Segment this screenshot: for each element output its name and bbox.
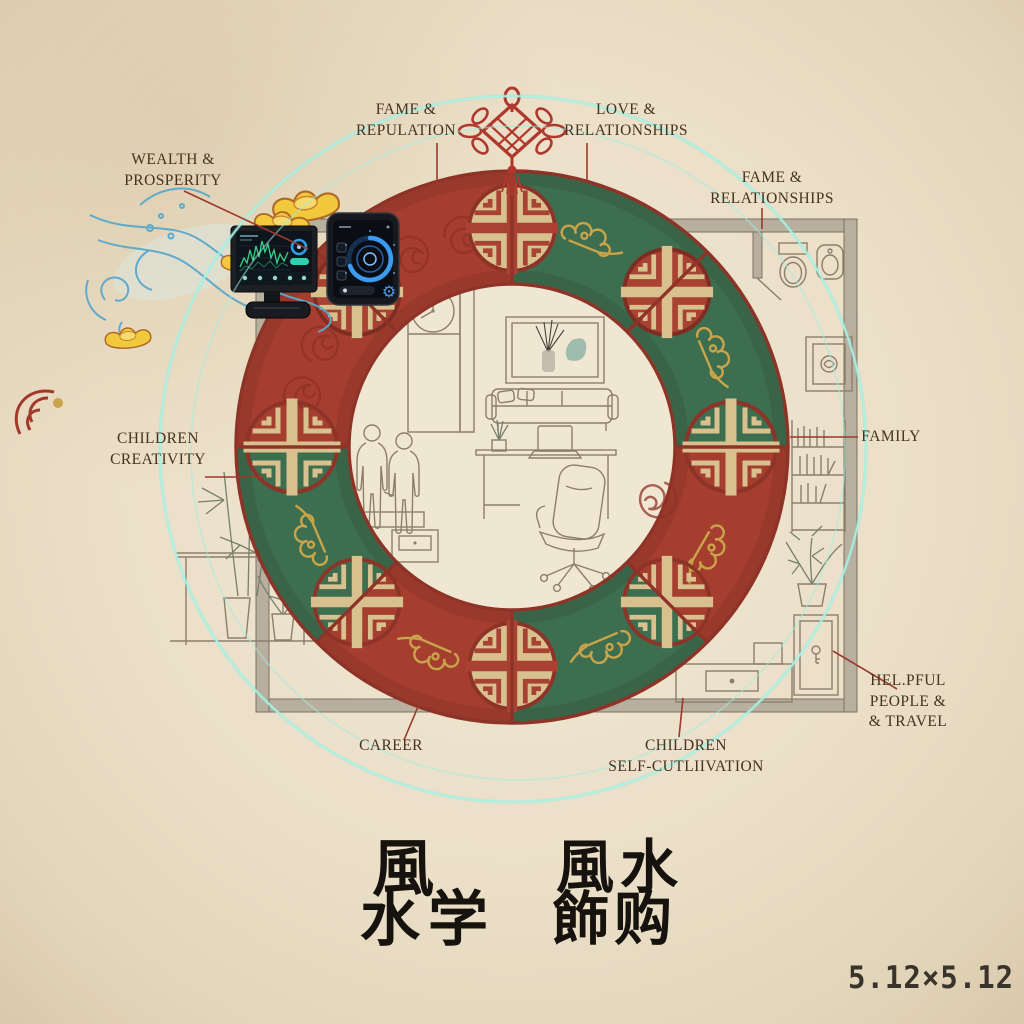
calligraphy-left-line1: 風	[372, 832, 435, 905]
bathroom-fixtures	[778, 242, 844, 288]
monitor-action-button	[290, 258, 309, 265]
tablet-search-pill	[339, 286, 375, 295]
sideboard	[675, 642, 793, 703]
smart-tablet-device: ⚙	[326, 212, 400, 306]
bathroom-door-swing	[756, 277, 782, 301]
label-children-creativity: CHILDREN CREATIVITY	[110, 430, 206, 468]
monitor-toolbar-icons	[242, 275, 307, 281]
label-wealth-prosperity: WEALTH & PROSPERITY	[124, 151, 222, 189]
leader-lines	[183, 143, 898, 741]
monitor-base	[245, 301, 311, 319]
calligraphy-right-line1: 風水	[556, 833, 685, 901]
knot-tassel	[501, 173, 523, 195]
label-love-relationships: LOVE & RELATIONSHIPS	[564, 101, 688, 139]
label-helpful-people-travel: HEL.PFUL PEOPLE & & TRAVEL	[868, 672, 948, 731]
label-children-self-cultivation: CHILDREN SELF-CUTLIIVATION	[608, 737, 764, 775]
office-chair	[535, 464, 611, 594]
smart-monitor-device	[230, 225, 318, 319]
wall-cabinet	[805, 336, 853, 392]
chinese-knot-icon	[457, 86, 567, 195]
tablet-menu-icons	[336, 242, 347, 281]
label-fame-relationships: FAME & RELATIONSHIPS	[710, 169, 834, 207]
calligraphy-left-line2: 水学	[360, 885, 496, 955]
label-career: CAREER	[359, 737, 423, 754]
red-wave-hook	[14, 389, 63, 435]
sofa	[485, 387, 619, 431]
cyan-glow-circles	[158, 94, 868, 804]
corner-plant	[785, 525, 843, 607]
desk-and-laptop	[475, 419, 617, 519]
tablet-gear-icon: ⚙	[382, 282, 396, 301]
bagua-ring	[234, 169, 790, 725]
dimension-label: 5.12×5.12	[848, 958, 1015, 996]
label-family: FAMILY	[861, 428, 921, 445]
framed-picture	[505, 316, 605, 384]
bathroom-partition-wall	[752, 231, 763, 279]
calligraphy-right-line2: 飾购	[552, 885, 677, 953]
monitor-gauge-icon	[290, 238, 308, 256]
bookshelf	[791, 420, 846, 532]
water-wave-illustration	[85, 187, 332, 343]
monitor-stand	[264, 292, 280, 304]
label-fame-reputation: FAME & REPULATION	[355, 101, 457, 139]
inner-paper-circle	[349, 284, 675, 610]
